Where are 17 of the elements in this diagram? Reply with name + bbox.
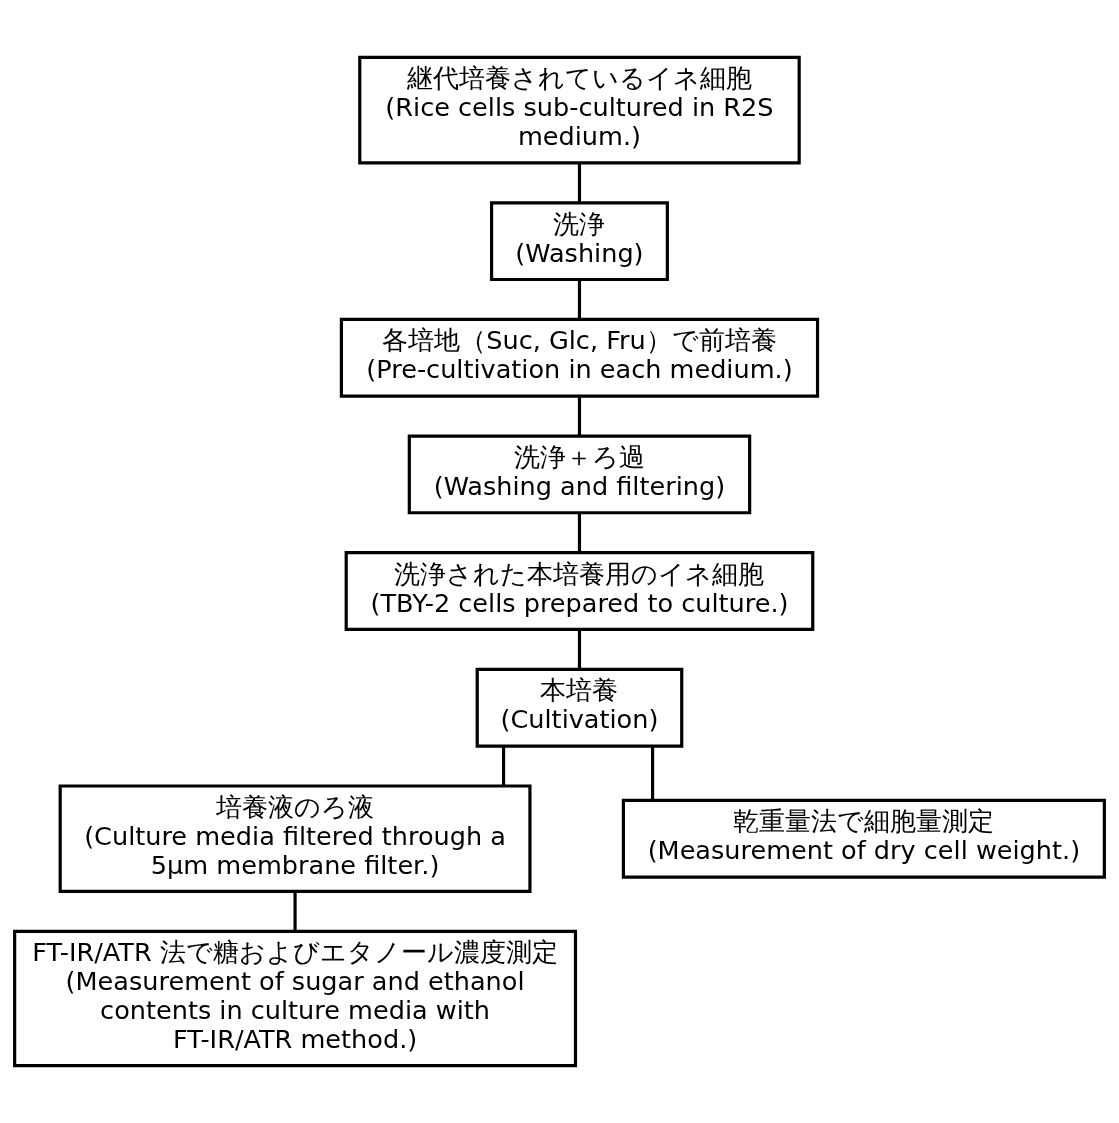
connector: [650, 746, 655, 800]
node-box: 培養液のろ液 (Culture media filtered through a 5μm membrane filter.): [58, 784, 532, 894]
node-box: 洗浄 (Washing): [490, 201, 669, 282]
node-box: 洗浄された本培養用のイネ細胞 (TBY-2 cells prepared to culture.): [344, 551, 815, 631]
node-box: 継代培養されているイネ細胞 (Rice cells sub-cultured in R2S medium.): [358, 55, 801, 165]
node-box: 各培地（Suc, Glc, Fru）で前培養 (Pre-cultivation in each medium.): [339, 317, 820, 398]
node-box: 乾重量法で細胞量測定 (Measurement of dry cell weight.): [621, 798, 1106, 879]
node-box: FT-IR/ATR 法で糖およびエタノール濃度測定 (Measurement of sugar and ethanol contents in culture media with FT-IR/ATR method.): [13, 929, 578, 1068]
connector: [577, 629, 582, 669]
connector: [577, 280, 582, 319]
connector: [577, 513, 582, 552]
connector: [501, 746, 506, 786]
node-box: 本培養 (Cultivation): [475, 667, 684, 748]
connector: [293, 891, 297, 932]
node-box: 洗浄＋ろ過 (Washing and filtering): [407, 434, 752, 515]
connector: [577, 396, 582, 436]
connector: [577, 163, 582, 203]
